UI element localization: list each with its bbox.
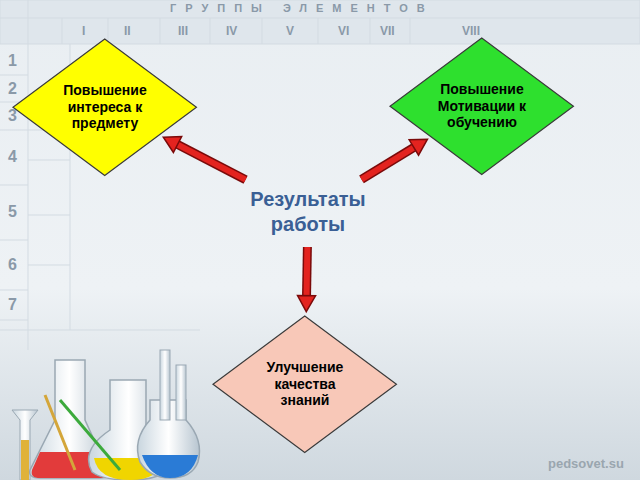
diamond-shape: [13, 39, 196, 175]
periodic-table-grid: [28, 265, 70, 266]
periodic-table-grid: [410, 18, 411, 44]
periodic-table-grid: [0, 290, 28, 291]
periodic-table-grid: [370, 18, 371, 44]
group-number: II: [124, 24, 131, 38]
laboratory-flasks: [160, 350, 170, 420]
periodic-table-grid: [318, 18, 319, 44]
arrow-outline: [176, 144, 246, 180]
period-number: 4: [8, 148, 17, 166]
periodic-table-grid: [0, 330, 200, 331]
arrow-shaft: [176, 144, 246, 180]
periodic-table-grid: [28, 215, 70, 216]
group-number: VII: [380, 24, 395, 38]
node-content: Повышение интереса к предмету: [12, 38, 197, 176]
group-number: IV: [226, 24, 237, 38]
periodic-table-grid: [160, 18, 161, 44]
period-number: 1: [8, 52, 17, 70]
periodic-table-grid: [0, 0, 640, 350]
node-content: Результаты работы: [220, 182, 396, 242]
periodic-table-grid: [0, 0, 640, 44]
laboratory-flasks: [142, 455, 198, 478]
result-heading: Результаты работы: [220, 182, 396, 242]
periodic-table-grid: [0, 130, 28, 131]
node-content: Улучшение качества знаний: [212, 315, 397, 453]
diamond-shape: [213, 316, 396, 452]
arrow-head: [163, 137, 181, 153]
group-number: I: [82, 24, 85, 38]
table-heading: ГРУППЫ ЭЛЕМЕНТОВ: [170, 2, 434, 14]
periodic-table-grid: [0, 320, 28, 321]
laboratory-flasks: [12, 350, 200, 480]
arrow-head: [298, 295, 316, 311]
arrow-shaft: [303, 247, 310, 298]
period-number: 3: [8, 107, 17, 125]
group-number: VI: [338, 24, 349, 38]
laboratory-flasks: [60, 400, 120, 470]
arrow-shaft: [362, 146, 416, 179]
arrow-outline: [302, 247, 312, 298]
result-arrow: [163, 137, 245, 180]
arrow-head: [409, 139, 427, 155]
node-text: Повышение интереса к предмету: [59, 82, 151, 132]
group-number: VIII: [462, 24, 480, 38]
laboratory-flasks: [45, 395, 75, 470]
periodic-table-grid: [0, 240, 28, 241]
laboratory-flasks: [176, 365, 186, 420]
node-text: Результаты работы: [228, 187, 388, 237]
watermark: pedsovet.su: [548, 456, 624, 471]
node-text: Улучшение качества знаний: [259, 359, 351, 409]
result-arrow: [362, 139, 428, 179]
periodic-table-grid: [0, 185, 28, 186]
result-diamond: Повышение Мотивации к обучению: [389, 37, 574, 175]
periodic-table-grid: [262, 18, 263, 44]
diamond-shape: [390, 38, 573, 174]
periodic-table-grid: [0, 18, 640, 19]
periodic-table-grid: [28, 0, 29, 350]
result-diamond: Улучшение качества знаний: [212, 315, 397, 453]
group-number: III: [178, 24, 188, 38]
period-number: 7: [8, 296, 17, 314]
period-number: 6: [8, 256, 17, 274]
periodic-table-grid: [0, 75, 28, 76]
result-arrow: [298, 247, 316, 312]
period-number: 5: [8, 203, 17, 221]
node-text: Повышение Мотивации к обучению: [436, 81, 528, 131]
result-diamond: Повышение интереса к предмету: [12, 38, 197, 176]
group-number: V: [286, 24, 294, 38]
periodic-table-grid: [62, 18, 63, 44]
laboratory-flasks: [21, 440, 29, 480]
node-content: Повышение Мотивации к обучению: [389, 37, 574, 175]
periodic-table-grid: [28, 160, 70, 161]
period-number: 2: [8, 80, 17, 98]
arrow-outline: [362, 146, 416, 179]
periodic-table-grid: [210, 18, 211, 44]
